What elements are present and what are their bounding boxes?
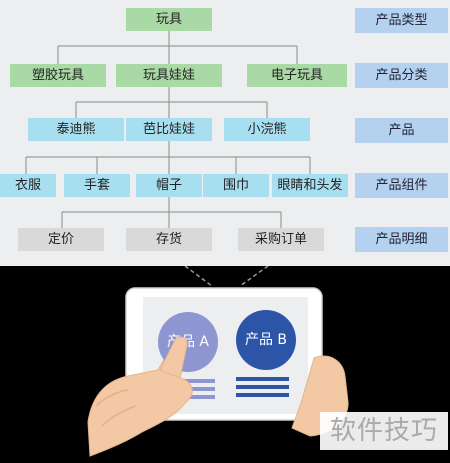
level-tag-category: 产品分类 (355, 63, 448, 88)
product-b-circle: 产品 B (236, 310, 296, 370)
level-tag-component: 产品组件 (355, 173, 448, 198)
watermark: 软件技巧 (320, 412, 448, 450)
pointing-finger (159, 336, 188, 379)
node-component-scarf: 围巾 (203, 174, 269, 197)
node-product-raccoon: 小浣熊 (224, 118, 310, 141)
node-component-gloves: 手套 (64, 174, 130, 197)
node-detail-purchase-order: 采购订单 (238, 228, 324, 251)
node-product-barbie: 芭比娃娃 (126, 118, 212, 141)
tree-connectors (25, 31, 311, 228)
node-category-dolls: 玩具娃娃 (116, 64, 222, 87)
node-component-eyes-hair: 眼睛和头发 (272, 174, 348, 197)
node-detail-price: 定价 (18, 228, 104, 251)
product-b-label: 产品 B (244, 332, 288, 348)
node-root: 玩具 (126, 8, 212, 31)
node-category-plastic: 塑胶玩具 (10, 64, 106, 87)
hierarchy-panel: 玩具 塑胶玩具 玩具娃娃 电子玩具 泰迪熊 芭比娃娃 小浣熊 衣服 手套 帽子 … (0, 0, 450, 266)
node-component-hat: 帽子 (136, 174, 202, 197)
node-product-teddy: 泰迪熊 (28, 118, 124, 141)
node-component-clothes: 衣服 (0, 174, 56, 197)
node-category-electronic: 电子玩具 (247, 64, 347, 87)
level-tag-type: 产品类型 (355, 8, 448, 33)
level-tag-product: 产品 (355, 118, 448, 143)
level-tag-detail: 产品明细 (355, 227, 448, 252)
node-detail-inventory: 存货 (126, 228, 212, 251)
